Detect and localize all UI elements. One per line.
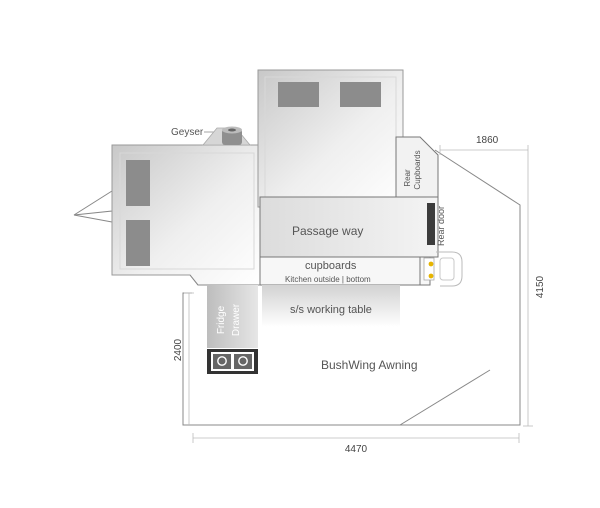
rear-door-label: Rear door [436, 206, 446, 246]
stove-icon [207, 349, 258, 374]
tap-icon [423, 251, 463, 287]
cupboards-label: cupboards [305, 260, 357, 272]
main-bed-pad-right [340, 82, 381, 107]
awning-label: BushWing Awning [321, 358, 418, 372]
dimension-left-label: 2400 [173, 338, 184, 361]
front-bed-pad-top [126, 160, 150, 206]
passage-way [259, 196, 439, 258]
awning-outline [400, 149, 521, 426]
passage-way-label: Passage way [292, 224, 363, 238]
working-table [262, 285, 400, 327]
front-cabin-inner [119, 152, 255, 270]
geyser-icon [222, 126, 242, 145]
kitchen-outside-label: Kitchen outside | bottom [285, 275, 371, 284]
dimension-left [184, 292, 194, 425]
rear-cupboards-label-2: Cupboards [413, 150, 422, 189]
tow-hitch-line [73, 214, 113, 223]
dimension-bottom [192, 433, 520, 443]
front-bed-pad-bottom [126, 220, 150, 266]
geyser-label: Geyser [171, 127, 204, 138]
cupboards-strip [259, 256, 431, 286]
fridge-label-2: Drawer [231, 303, 242, 336]
working-table-label: s/s working table [290, 304, 372, 316]
dimension-bottom-label: 4470 [345, 444, 368, 455]
fridge-drawer [207, 285, 258, 348]
rear-door [427, 203, 435, 245]
tow-hitch [73, 190, 113, 216]
dimension-right [523, 155, 533, 427]
rear-cupboards-label-1: Rear [403, 169, 412, 187]
awning-outline-diagonal [399, 369, 491, 426]
dimension-right-label: 4150 [535, 275, 546, 298]
fridge-label-1: Fridge [216, 305, 227, 334]
dimension-top-right [439, 145, 529, 155]
main-bed-pad-left [278, 82, 319, 107]
rear-cupboards [395, 136, 439, 198]
dimension-top-right-label: 1860 [476, 135, 499, 146]
